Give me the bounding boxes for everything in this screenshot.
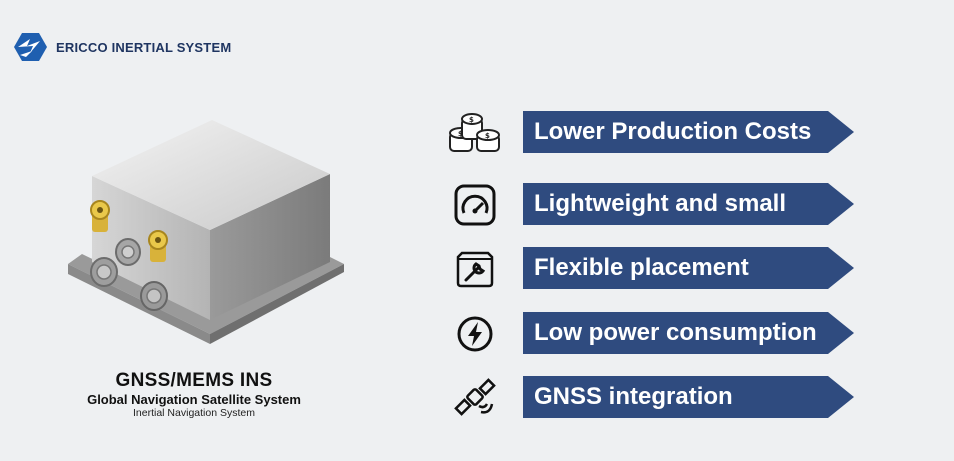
gold-connector bbox=[148, 230, 168, 262]
circular-connector bbox=[140, 281, 168, 311]
feature-banner: Lightweight and small bbox=[523, 183, 854, 225]
circular-connector bbox=[115, 238, 141, 266]
gold-connector bbox=[90, 200, 110, 232]
circular-connector bbox=[90, 257, 118, 287]
feature-lightweight: Lightweight and small bbox=[445, 183, 865, 227]
brand-name: ERICCO INERTIAL SYSTEM bbox=[56, 39, 232, 55]
coins-icon: $ $ $ bbox=[449, 113, 500, 152]
feature-flexible-placement: Flexible placement bbox=[445, 247, 865, 291]
feature-banner: GNSS integration bbox=[523, 376, 854, 418]
brand-header: ERICCO INERTIAL SYSTEM bbox=[14, 33, 231, 61]
feature-banner: Flexible placement bbox=[523, 247, 854, 289]
ins-device-image bbox=[68, 120, 344, 344]
svg-text:$: $ bbox=[469, 116, 474, 124]
feature-gnss-integration: GNSS integration bbox=[445, 376, 865, 420]
svg-text:$: $ bbox=[485, 132, 490, 140]
product-subtitle: Global Navigation Satellite System bbox=[87, 392, 301, 407]
svg-text:$: $ bbox=[458, 130, 463, 138]
ericco-logo-icon bbox=[14, 33, 47, 61]
product-subtitle-secondary: Inertial Navigation System bbox=[133, 407, 255, 419]
feature-banner: Lower Production Costs bbox=[523, 111, 854, 153]
gauge-icon bbox=[454, 184, 496, 226]
feature-low-power: Low power consumption bbox=[445, 312, 865, 356]
feature-banner: Low power consumption bbox=[523, 312, 854, 354]
product-caption: GNSS/MEMS INS Global Navigation Satellit… bbox=[40, 370, 348, 419]
power-bolt-icon bbox=[457, 316, 493, 352]
product-title: GNSS/MEMS INS bbox=[115, 370, 273, 391]
wrench-icon bbox=[456, 251, 494, 288]
feature-lower-costs: $ $ $ Lower Production Costs bbox=[445, 111, 865, 155]
satellite-icon bbox=[454, 378, 496, 416]
